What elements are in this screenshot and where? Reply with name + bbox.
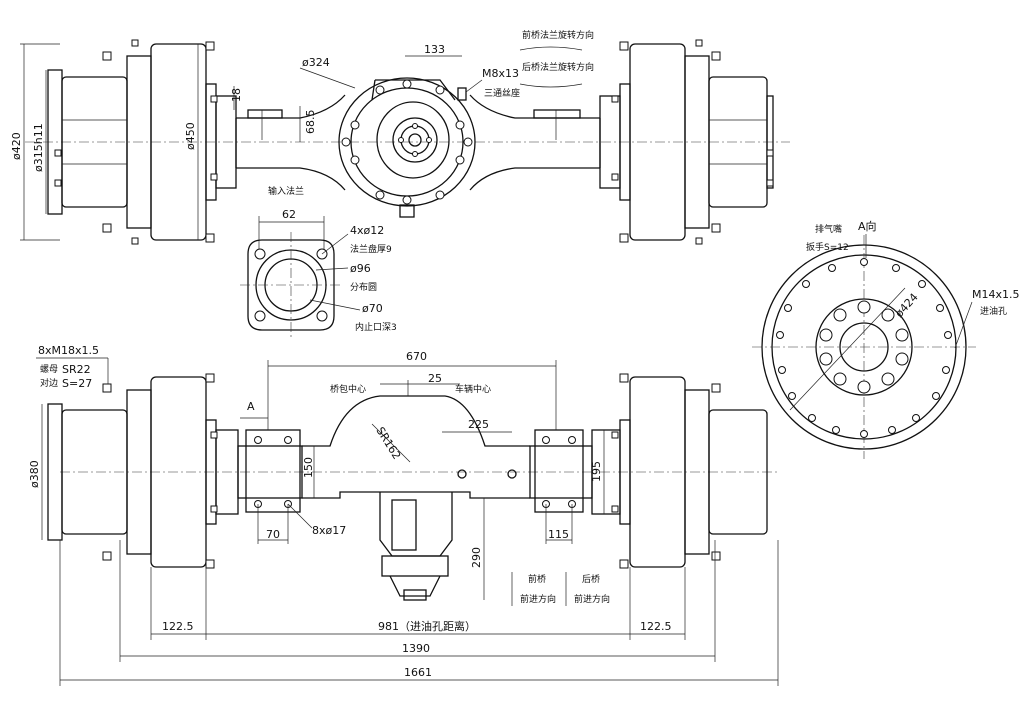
outer-bolt-circle xyxy=(776,258,952,438)
dim-68-5: 68.5 xyxy=(304,110,317,135)
recess-note: 内止口深3 xyxy=(355,321,397,333)
dim-sr162: SR162 xyxy=(373,425,403,462)
forward-direction-rear: 前进方向 xyxy=(574,593,610,605)
dim-1661: 1661 xyxy=(404,666,432,679)
input-flange-label: 输入法兰 xyxy=(268,185,304,197)
dim-195: 195 xyxy=(590,461,603,482)
flange-thickness-note: 法兰盘厚9 xyxy=(350,243,392,255)
front-flange-rotation-note: 前桥法兰旋转方向 xyxy=(522,29,594,41)
view-a-arrow-label: A xyxy=(247,400,255,413)
nut-label: 螺母 xyxy=(40,364,58,375)
dim-225: 225 xyxy=(468,418,489,431)
axle-center-label: 桥包中心 xyxy=(330,383,366,395)
dim-d70: ø70 xyxy=(362,302,383,315)
dim-150: 150 xyxy=(302,457,315,478)
dim-d324: ø324 xyxy=(302,56,330,69)
exhaust-nozzle-note: 排气嘴 xyxy=(815,223,842,235)
dim-670: 670 xyxy=(406,350,427,363)
dim-122-5-right: 122.5 xyxy=(640,620,672,633)
view-a-label: A向 xyxy=(858,219,877,233)
dim-4xd12: 4xø12 xyxy=(350,224,384,237)
rear-axle-label: 后桥 xyxy=(582,573,600,585)
dim-981: 981（进油孔距离） xyxy=(378,619,476,633)
dim-8xm18: 8xM18x1.5 xyxy=(38,344,99,357)
dim-8xd17: 8xø17 xyxy=(312,524,346,537)
dim-d424: ø424 xyxy=(893,291,921,320)
dim-d315h11: ø315h11 xyxy=(32,123,45,172)
side-view-a: ø424 排气嘴 扳手S=12 A向 M14x1.5 进油孔 xyxy=(752,219,1020,459)
dim-d450: ø450 xyxy=(184,122,197,150)
dim-sr22: SR22 xyxy=(62,363,91,376)
dim-62: 62 xyxy=(282,208,296,221)
oil-inlet-note: 进油孔 xyxy=(980,305,1007,317)
front-view: 8xM18x1.5 螺母 SR22 对边 S=27 A ø380 670 桥包中… xyxy=(28,344,780,686)
tee-seat-note: 三通丝座 xyxy=(484,87,520,99)
dim-m14x1-5: M14x1.5 xyxy=(972,288,1020,301)
dim-290: 290 xyxy=(470,547,483,568)
dim-70: 70 xyxy=(266,528,280,541)
pcd-note: 分布圆 xyxy=(350,281,377,293)
dim-m8x13: M8x13 xyxy=(482,67,519,80)
front-axle-label: 前桥 xyxy=(528,573,546,585)
dim-115: 115 xyxy=(548,528,569,541)
dim-133: 133 xyxy=(424,43,445,56)
dim-25: 25 xyxy=(428,372,442,385)
wrench-size-note: 扳手S=12 xyxy=(806,241,849,253)
dim-d380: ø380 xyxy=(28,460,41,488)
dim-d420: ø420 xyxy=(10,132,23,160)
inner-stud-circle xyxy=(819,300,909,394)
dim-d96: ø96 xyxy=(350,262,371,275)
rear-flange-rotation-note: 后桥法兰旋转方向 xyxy=(522,61,594,73)
dim-18: 18 xyxy=(230,88,243,102)
input-flange-detail: 62 4xø12 法兰盘厚9 ø96 分布圆 ø70 内止口深3 xyxy=(240,208,397,338)
top-view: ø420 ø315h11 ø450 ø324 133 M8x13 三通丝座 前桥… xyxy=(10,29,790,245)
dim-122-5-left: 122.5 xyxy=(162,620,194,633)
vehicle-center-label: 车辆中心 xyxy=(455,383,491,395)
forward-direction-front: 前进方向 xyxy=(520,593,556,605)
dim-s27: S=27 xyxy=(62,377,92,390)
dim-1390: 1390 xyxy=(402,642,430,655)
across-flats-label: 对边 xyxy=(40,377,58,389)
